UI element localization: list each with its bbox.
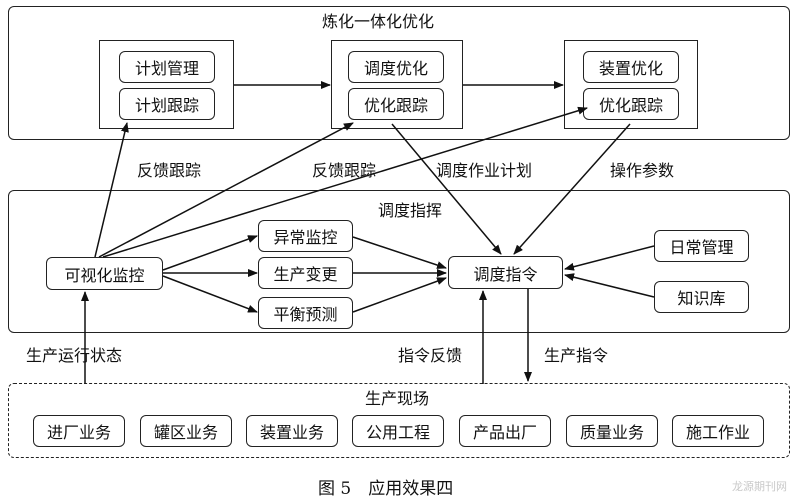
visual-monitor-box: 可视化监控: [46, 257, 163, 290]
label-feedback-tracking-1: 反馈跟踪: [137, 161, 202, 180]
arrow-monitor-to-balance: [162, 275, 258, 313]
field-box-inbound: 进厂业务: [33, 415, 125, 447]
arrow-feedback-to-schedule: [98, 122, 354, 258]
dispatch-instruction-box: 调度指令: [448, 256, 563, 289]
arrow-anomaly-to-dispatch: [352, 236, 447, 269]
plan-tracking-box: 计划跟踪: [119, 88, 215, 120]
plan-management-box: 计划管理: [119, 51, 215, 83]
field-box-tank-farm: 罐区业务: [140, 415, 232, 447]
figure-caption: 图 5 应用效果四: [318, 479, 454, 499]
label-production-instruction: 生产指令: [544, 346, 609, 365]
arrow-feedback-to-unit: [102, 106, 588, 258]
arrow-operating-params: [513, 123, 631, 255]
label-production-status: 生产运行状态: [26, 346, 123, 365]
label-instruction-feedback: 指令反馈: [398, 346, 463, 365]
top-panel: [8, 6, 790, 140]
arrow-knowledge-to-dispatch: [564, 273, 655, 298]
daily-management-box: 日常管理: [654, 230, 749, 262]
bottom-panel-title: 生产现场: [365, 389, 430, 408]
unit-optimization-box: 装置优化: [583, 51, 679, 83]
field-box-construction: 施工作业: [672, 415, 764, 447]
top-panel-title: 炼化一体化优化: [322, 12, 435, 31]
field-box-quality: 质量业务: [566, 415, 658, 447]
watermark: 龙源期刊网: [732, 480, 787, 493]
arrow-schedule-plan: [391, 123, 502, 255]
field-box-utilities: 公用工程: [352, 415, 444, 447]
arrow-daily-to-dispatch: [564, 245, 655, 271]
bottom-panel: [8, 383, 790, 458]
arrow-balance-to-dispatch: [352, 277, 447, 313]
production-change-box: 生产变更: [258, 257, 353, 289]
optimization-tracking-box-1: 优化跟踪: [348, 88, 444, 120]
field-box-product-outbound: 产品出厂: [459, 415, 551, 447]
arrow-monitor-to-anomaly: [162, 235, 258, 271]
label-feedback-tracking-2: 反馈跟踪: [312, 161, 377, 180]
middle-panel-title: 调度指挥: [378, 201, 443, 220]
label-schedule-plan: 调度作业计划: [436, 161, 533, 180]
balance-forecast-box: 平衡预测: [258, 297, 353, 329]
schedule-optimization-box: 调度优化: [348, 51, 444, 83]
anomaly-monitor-box: 异常监控: [258, 220, 353, 252]
middle-panel: [8, 190, 790, 333]
field-box-units: 装置业务: [246, 415, 338, 447]
arrow-feedback-to-plan: [94, 122, 129, 258]
optimization-tracking-box-2: 优化跟踪: [583, 88, 679, 120]
label-operating-params: 操作参数: [610, 161, 675, 180]
knowledge-base-box: 知识库: [654, 281, 749, 313]
